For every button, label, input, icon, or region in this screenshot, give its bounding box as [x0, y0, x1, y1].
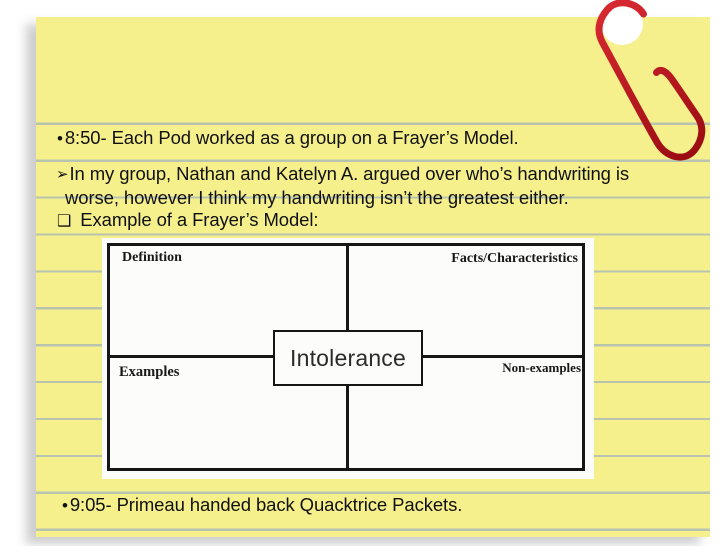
note-text: In my group, Nathan and Katelyn A. argue…	[69, 163, 630, 184]
note-text-row: worse, however I think my handwriting is…	[56, 187, 629, 209]
frayer-label-non-examples: Non-examples	[502, 360, 581, 375]
note-line-850: •8:50- Each Pod worked as a group on a F…	[57, 127, 519, 150]
frayer-label-definition: Definition	[122, 250, 182, 265]
note-text-row: ➢In my group, Nathan and Katelyn A. argu…	[56, 163, 629, 187]
note-text: 8:50- Each Pod worked as a group on a Fr…	[64, 127, 519, 148]
notepad-paper: •8:50- Each Pod worked as a group on a F…	[36, 17, 710, 537]
note-line-group: ➢In my group, Nathan and Katelyn A. argu…	[56, 163, 629, 208]
note-text: 9:05- Primeau handed back Quacktrice Pac…	[69, 494, 463, 515]
frayer-center-term-box: Intolerance	[273, 330, 423, 386]
dot-bullet-icon: •	[57, 129, 63, 148]
frayer-frame: Definition Facts/Characteristics Example…	[107, 243, 585, 471]
arrow-bullet-icon: ➢	[56, 166, 69, 183]
note-text: worse, however I think my handwriting is…	[65, 186, 569, 208]
frayer-model-image: Definition Facts/Characteristics Example…	[102, 238, 594, 479]
note-text: Example of a Frayer’s Model:	[80, 209, 319, 230]
frayer-label-examples: Examples	[119, 364, 180, 380]
frayer-label-facts-characteristics: Facts/Characteristics	[451, 251, 578, 266]
note-line-905: •9:05- Primeau handed back Quacktrice Pa…	[62, 494, 462, 517]
square-bullet-icon: ❑	[57, 213, 72, 230]
note-line-example: ❑ Example of a Frayer’s Model:	[57, 209, 319, 233]
frayer-center-term: Intolerance	[290, 344, 406, 371]
dot-bullet-icon: •	[62, 496, 68, 515]
